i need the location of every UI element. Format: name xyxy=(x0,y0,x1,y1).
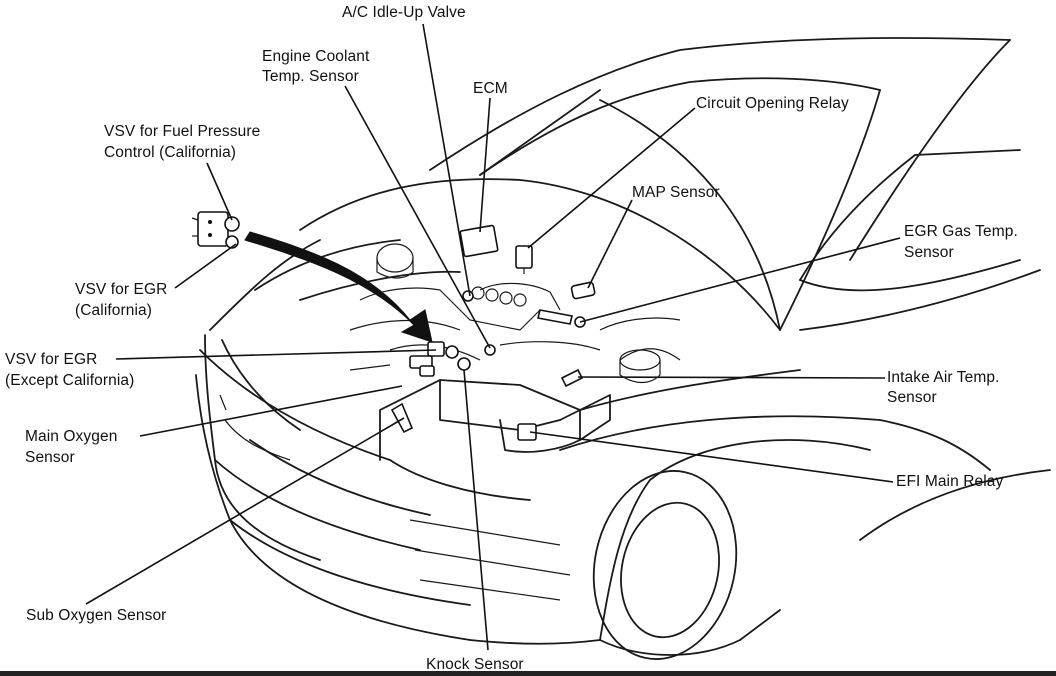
label-vsv-egr-except-line2: (Except California) xyxy=(5,372,135,389)
car-body xyxy=(195,37,1051,660)
label-sub-oxygen-sensor: Sub Oxygen Sensor xyxy=(26,607,167,624)
label-vsv-egr-california-line2: (California) xyxy=(75,302,152,319)
coolant-sensor-icon xyxy=(484,344,496,356)
label-vsv-fuel-pressure-line1: VSV for Fuel Pressure xyxy=(104,123,261,140)
label-main-oxygen-line2: Sensor xyxy=(25,449,75,466)
label-engine-coolant-line2: Temp. Sensor xyxy=(262,68,359,85)
label-vsv-egr-except-line1: VSV for EGR xyxy=(5,351,98,368)
big-arrow-icon xyxy=(244,231,433,343)
label-map-sensor: MAP Sensor xyxy=(632,184,720,201)
label-engine-coolant-line1: Engine Coolant xyxy=(262,48,370,65)
main-oxygen-sensor-icon xyxy=(390,402,414,434)
label-intake-air-temp-line2: Sensor xyxy=(887,389,937,406)
intake-air-temp-sensor-icon xyxy=(560,368,584,388)
label-main-oxygen-line1: Main Oxygen xyxy=(25,428,118,445)
label-ecm: ECM xyxy=(473,80,508,97)
label-circuit-opening-relay: Circuit Opening Relay xyxy=(696,95,849,112)
ac-idle-up-valve-icon xyxy=(462,290,474,302)
circuit-opening-relay-icon xyxy=(515,245,533,274)
components xyxy=(191,211,596,441)
label-vsv-fuel-pressure-line2: Control (California) xyxy=(104,144,237,161)
leader-lines xyxy=(85,23,901,651)
label-knock-sensor: Knock Sensor xyxy=(426,656,524,673)
label-vsv-egr-california-line1: VSV for EGR xyxy=(75,281,168,298)
label-ac-idle-up-valve: A/C Idle-Up Valve xyxy=(342,4,466,21)
label-intake-air-temp-line1: Intake Air Temp. xyxy=(887,369,1000,386)
egr-gas-temp-sensor-icon xyxy=(537,309,586,328)
vsv-cluster-icon xyxy=(191,211,240,249)
label-egr-gas-temp-line2: Sensor xyxy=(904,244,954,261)
vsv-egr-assembly-icon xyxy=(409,341,471,377)
ecm-box-icon xyxy=(459,224,499,258)
efi-main-relay-icon xyxy=(517,423,537,441)
bottom-border xyxy=(0,671,1056,676)
label-egr-gas-temp-line1: EGR Gas Temp. xyxy=(904,223,1018,240)
label-efi-main-relay: EFI Main Relay xyxy=(896,473,1004,490)
map-sensor-icon xyxy=(570,281,596,300)
